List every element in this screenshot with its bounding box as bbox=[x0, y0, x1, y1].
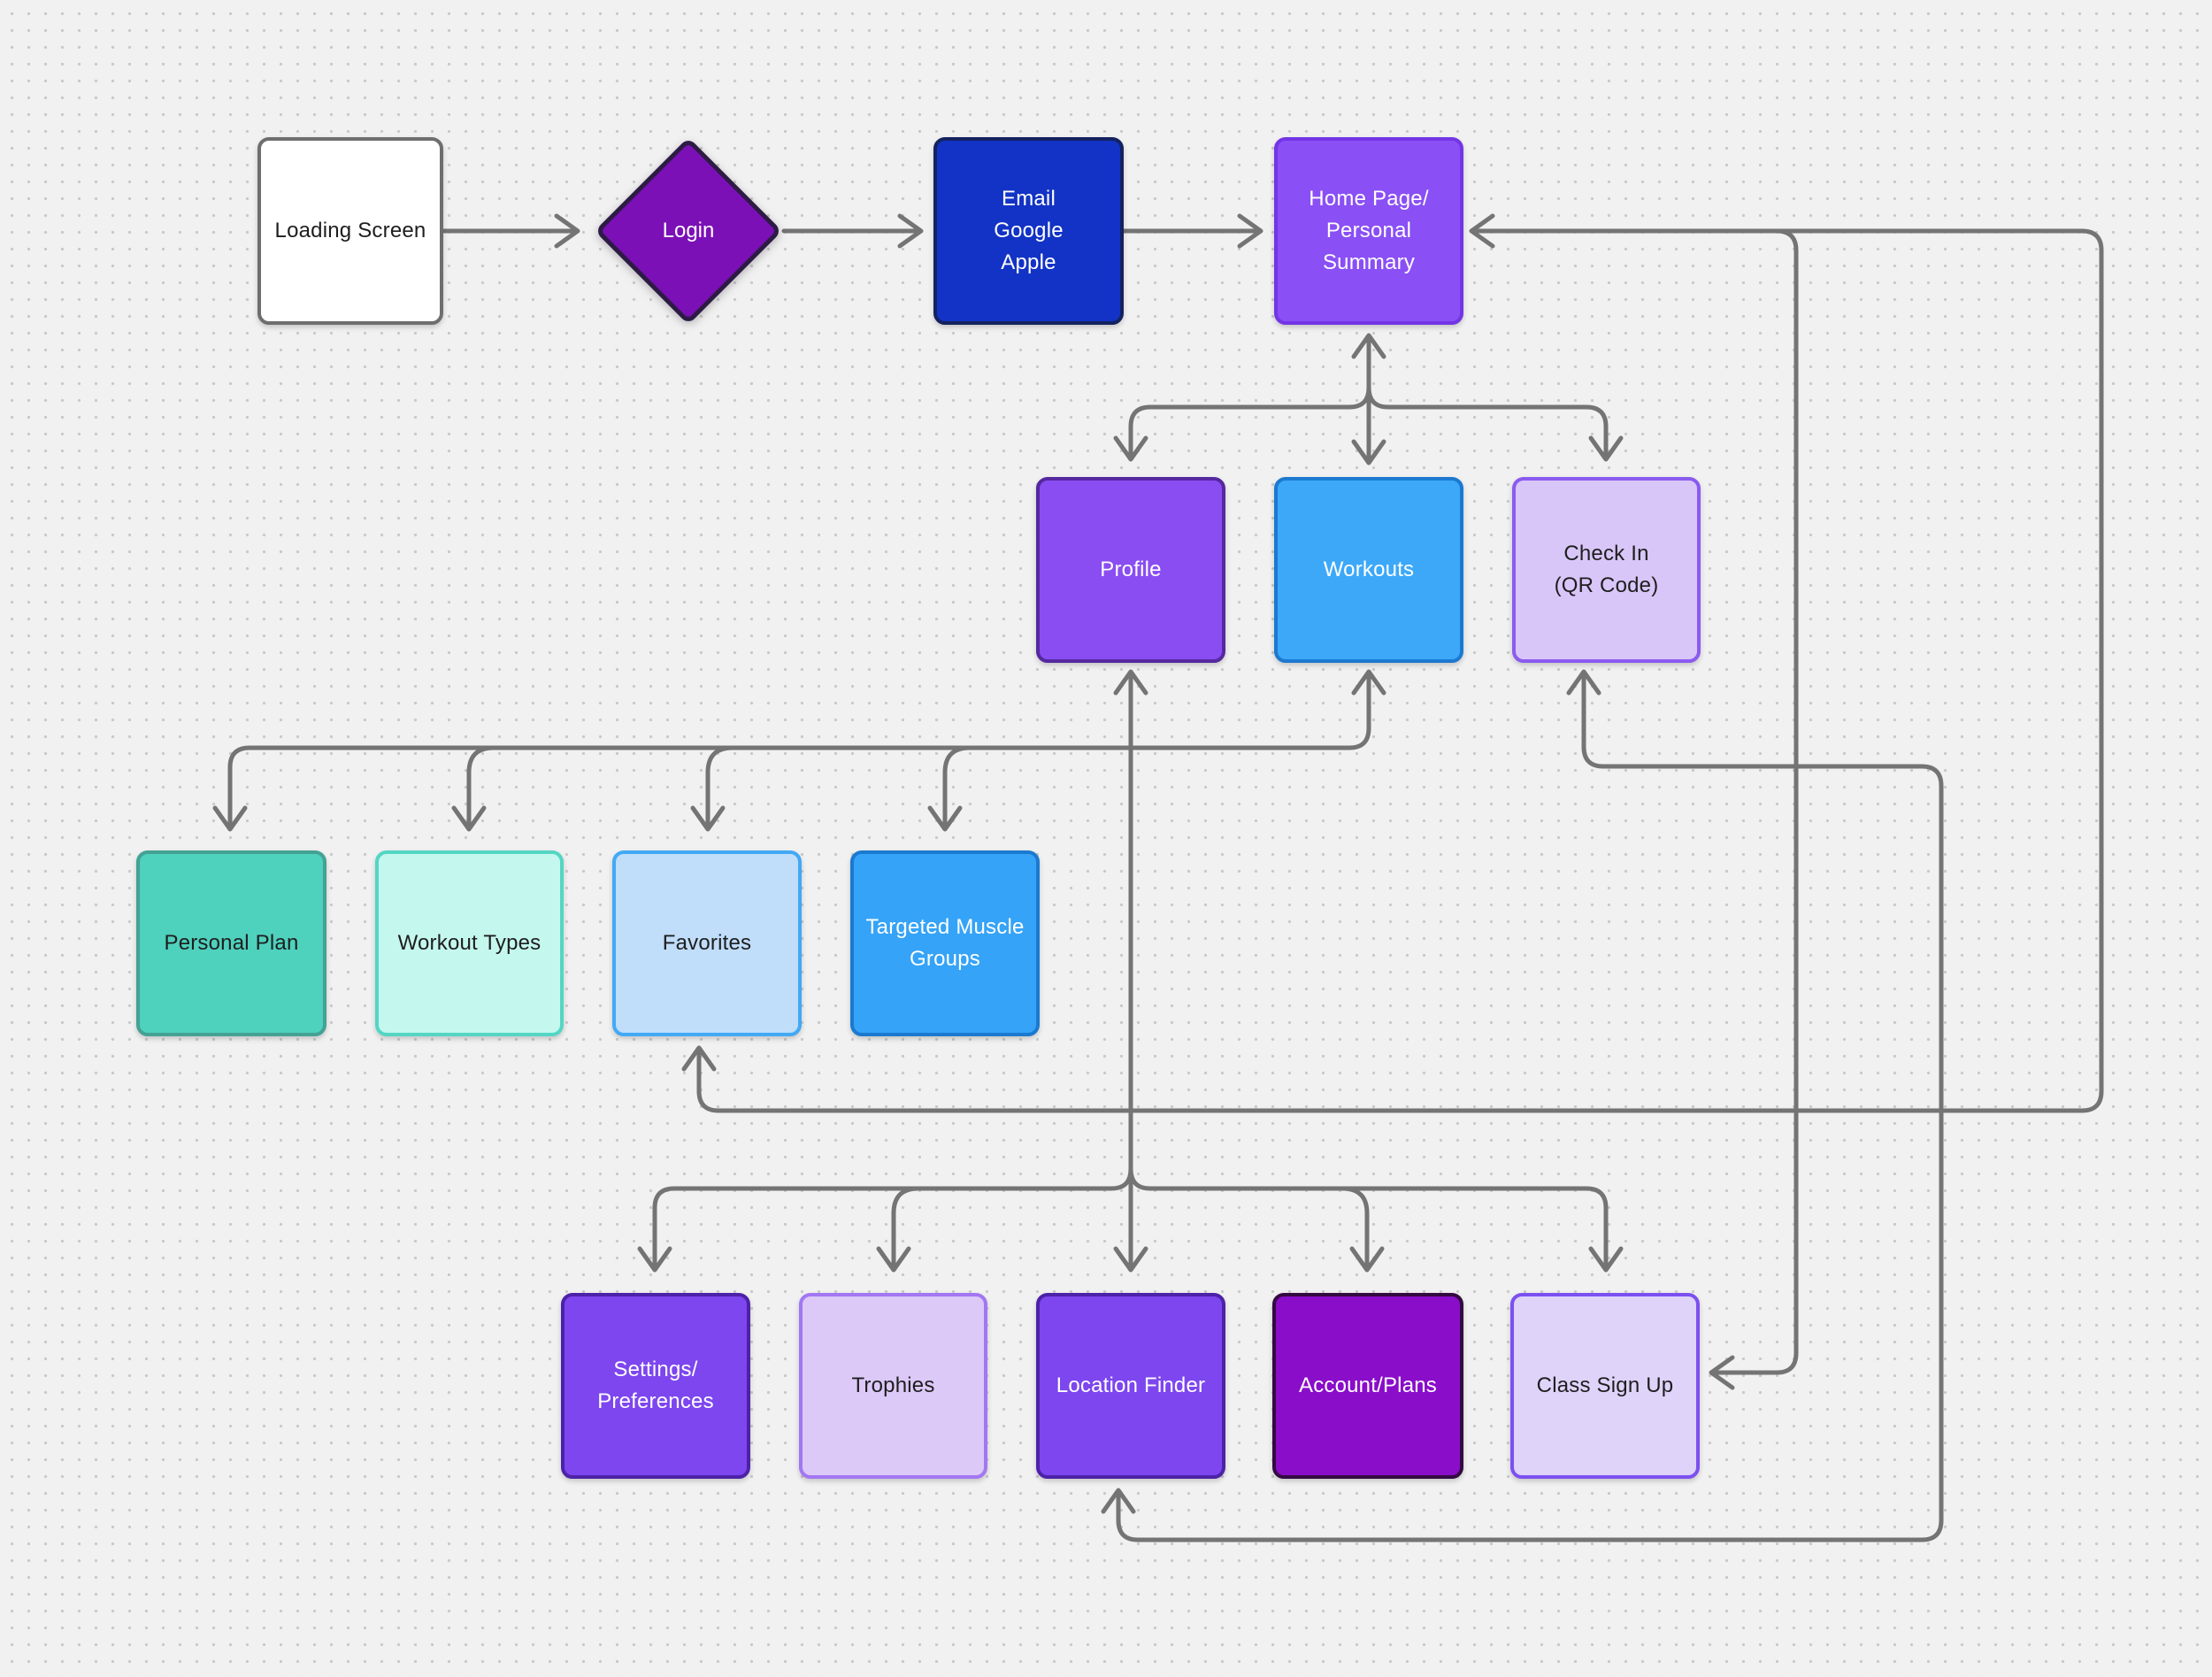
node-home-page[interactable]: Home Page/ Personal Summary bbox=[1274, 137, 1463, 325]
edge-profile-accountplans[interactable] bbox=[1340, 1186, 1385, 1273]
node-profile[interactable]: Profile bbox=[1036, 477, 1225, 663]
node-label: Workouts bbox=[1323, 558, 1415, 581]
node-check-in[interactable]: Check In (QR Code) bbox=[1512, 477, 1701, 663]
node-label: Check In (QR Code) bbox=[1554, 542, 1659, 597]
node-label: Email Google Apple bbox=[994, 187, 1064, 274]
node-label: Targeted Muscle Groups bbox=[865, 915, 1025, 971]
node-workouts[interactable]: Workouts bbox=[1274, 477, 1463, 663]
node-trophies[interactable]: Trophies bbox=[799, 1293, 987, 1479]
node-label: Favorites bbox=[662, 931, 752, 955]
node-label: Class Sign Up bbox=[1536, 1373, 1674, 1397]
edge-home-classsignup[interactable] bbox=[1470, 228, 1799, 1390]
edge-workouts-personalplan[interactable] bbox=[212, 669, 1386, 832]
node-label: Login bbox=[662, 219, 715, 242]
edge-workouts-workouttypes[interactable] bbox=[451, 745, 496, 832]
node-label: Profile bbox=[1100, 558, 1162, 581]
node-label: Personal Plan bbox=[164, 931, 299, 955]
edge-checkin-locationfinder-loop[interactable] bbox=[1101, 669, 1944, 1542]
edge-home-checkin[interactable] bbox=[1366, 385, 1624, 462]
edge-workouts-targeted[interactable] bbox=[927, 745, 972, 832]
node-loading-screen[interactable]: Loading Screen bbox=[257, 137, 443, 325]
node-account-plans[interactable]: Account/Plans bbox=[1272, 1293, 1463, 1479]
node-location-finder[interactable]: Location Finder bbox=[1036, 1293, 1225, 1479]
node-class-sign-up[interactable]: Class Sign Up bbox=[1510, 1293, 1700, 1479]
node-auth-options[interactable]: Email Google Apple bbox=[933, 137, 1124, 325]
node-label: Trophies bbox=[851, 1373, 935, 1397]
node-label: Home Page/ Personal Summary bbox=[1309, 187, 1429, 274]
node-workout-types[interactable]: Workout Types bbox=[375, 850, 564, 1036]
node-favorites[interactable]: Favorites bbox=[612, 850, 802, 1036]
node-label: Settings/ Preferences bbox=[597, 1358, 714, 1413]
node-label: Workout Types bbox=[397, 931, 541, 955]
node-label: Location Finder bbox=[1056, 1373, 1206, 1397]
node-personal-plan[interactable]: Personal Plan bbox=[136, 850, 326, 1036]
edge-home-favorites-loop[interactable] bbox=[681, 213, 2104, 1113]
node-label: Account/Plans bbox=[1298, 1373, 1438, 1397]
node-label: Loading Screen bbox=[274, 219, 426, 242]
edge-home-profile[interactable] bbox=[1113, 385, 1371, 462]
edge-profile-trophies[interactable] bbox=[876, 1186, 921, 1273]
node-targeted-muscle-groups[interactable]: Targeted Muscle Groups bbox=[850, 850, 1040, 1036]
node-login[interactable]: Login bbox=[594, 136, 783, 326]
node-settings-preferences[interactable]: Settings/ Preferences bbox=[561, 1293, 750, 1479]
edge-workouts-favorites[interactable] bbox=[690, 745, 735, 832]
